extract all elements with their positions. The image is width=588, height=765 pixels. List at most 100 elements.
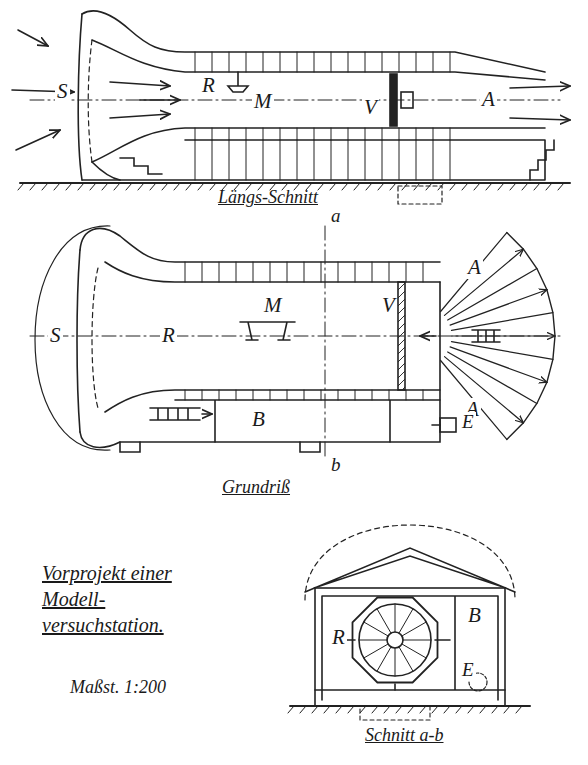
part-letter: S [55, 80, 70, 103]
stroke [348, 52, 349, 72]
stroke [384, 706, 390, 713]
stroke [210, 183, 216, 190]
stroke [480, 706, 486, 713]
part-letter: E [460, 660, 476, 681]
part-letter: R [160, 324, 177, 347]
stroke [382, 128, 383, 140]
stroke [314, 140, 315, 180]
stroke [195, 140, 196, 180]
stroke [396, 706, 402, 713]
part-letter: V [380, 294, 397, 317]
stroke [138, 183, 144, 190]
stroke [342, 183, 348, 190]
stroke [202, 390, 203, 400]
stroke [378, 183, 384, 190]
stroke [423, 390, 424, 400]
stroke [297, 128, 298, 140]
stroke [185, 390, 186, 400]
stroke [102, 183, 108, 190]
stroke [66, 183, 72, 190]
stroke [433, 140, 434, 180]
stroke [395, 648, 396, 676]
stroke [450, 128, 451, 140]
part-letter: A [480, 88, 497, 111]
stroke [78, 183, 84, 190]
stroke [399, 609, 413, 633]
stroke [389, 390, 390, 400]
stroke [402, 644, 426, 658]
stroke [246, 128, 247, 140]
part-letter: E [460, 412, 476, 433]
stroke [198, 183, 204, 190]
stroke [420, 706, 426, 713]
stroke [432, 706, 438, 713]
stroke [348, 140, 349, 180]
stroke [270, 390, 271, 400]
stroke [498, 183, 504, 190]
stroke [90, 183, 96, 190]
stroke [474, 183, 480, 190]
part-letter: R [330, 626, 347, 649]
stroke [331, 128, 332, 140]
part-letter: a [329, 206, 343, 227]
part-letter: V [362, 96, 379, 119]
stroke [504, 706, 510, 713]
stroke [433, 52, 434, 72]
part-letter: M [252, 90, 274, 113]
stroke [263, 128, 264, 140]
stroke [355, 390, 356, 400]
stroke [18, 183, 24, 190]
stroke [300, 706, 306, 713]
stroke [406, 262, 407, 282]
stroke [270, 262, 271, 282]
stroke [389, 262, 390, 282]
cross-section [288, 525, 530, 720]
stroke [280, 140, 281, 180]
stroke [510, 183, 516, 190]
plan-view [30, 226, 560, 456]
stroke [321, 390, 322, 400]
stroke [236, 262, 237, 282]
stroke [126, 183, 132, 190]
stroke [364, 644, 388, 658]
stroke [150, 183, 156, 190]
stroke [441, 361, 507, 440]
view-caption: Grundriß [222, 478, 290, 498]
part-letter: B [466, 604, 483, 627]
stroke [186, 183, 192, 190]
stroke [30, 183, 36, 190]
stroke [372, 262, 373, 282]
stroke [423, 262, 424, 282]
part-letter: S [48, 324, 63, 347]
stroke [462, 183, 468, 190]
stroke [448, 352, 537, 404]
stroke [304, 262, 305, 282]
stroke [42, 183, 48, 190]
stroke [287, 390, 288, 400]
stroke [336, 706, 342, 713]
stroke [377, 647, 391, 671]
stroke [372, 390, 373, 400]
stroke [331, 52, 332, 72]
stroke [403, 640, 431, 641]
stroke [202, 262, 203, 282]
stroke [452, 313, 553, 331]
stroke [212, 52, 213, 72]
part-letter: A [466, 256, 483, 279]
stroke [452, 335, 555, 336]
stroke [348, 706, 354, 713]
stroke [219, 390, 220, 400]
stroke [365, 128, 366, 140]
stroke [450, 52, 451, 72]
stroke [534, 183, 540, 190]
stroke [162, 183, 168, 190]
stroke [416, 52, 417, 72]
stroke [416, 128, 417, 140]
stroke [516, 706, 522, 713]
stroke [253, 262, 254, 282]
stroke [314, 52, 315, 72]
stroke [450, 183, 456, 190]
stroke [280, 128, 281, 140]
view-caption: Längs-Schnitt [218, 188, 318, 208]
